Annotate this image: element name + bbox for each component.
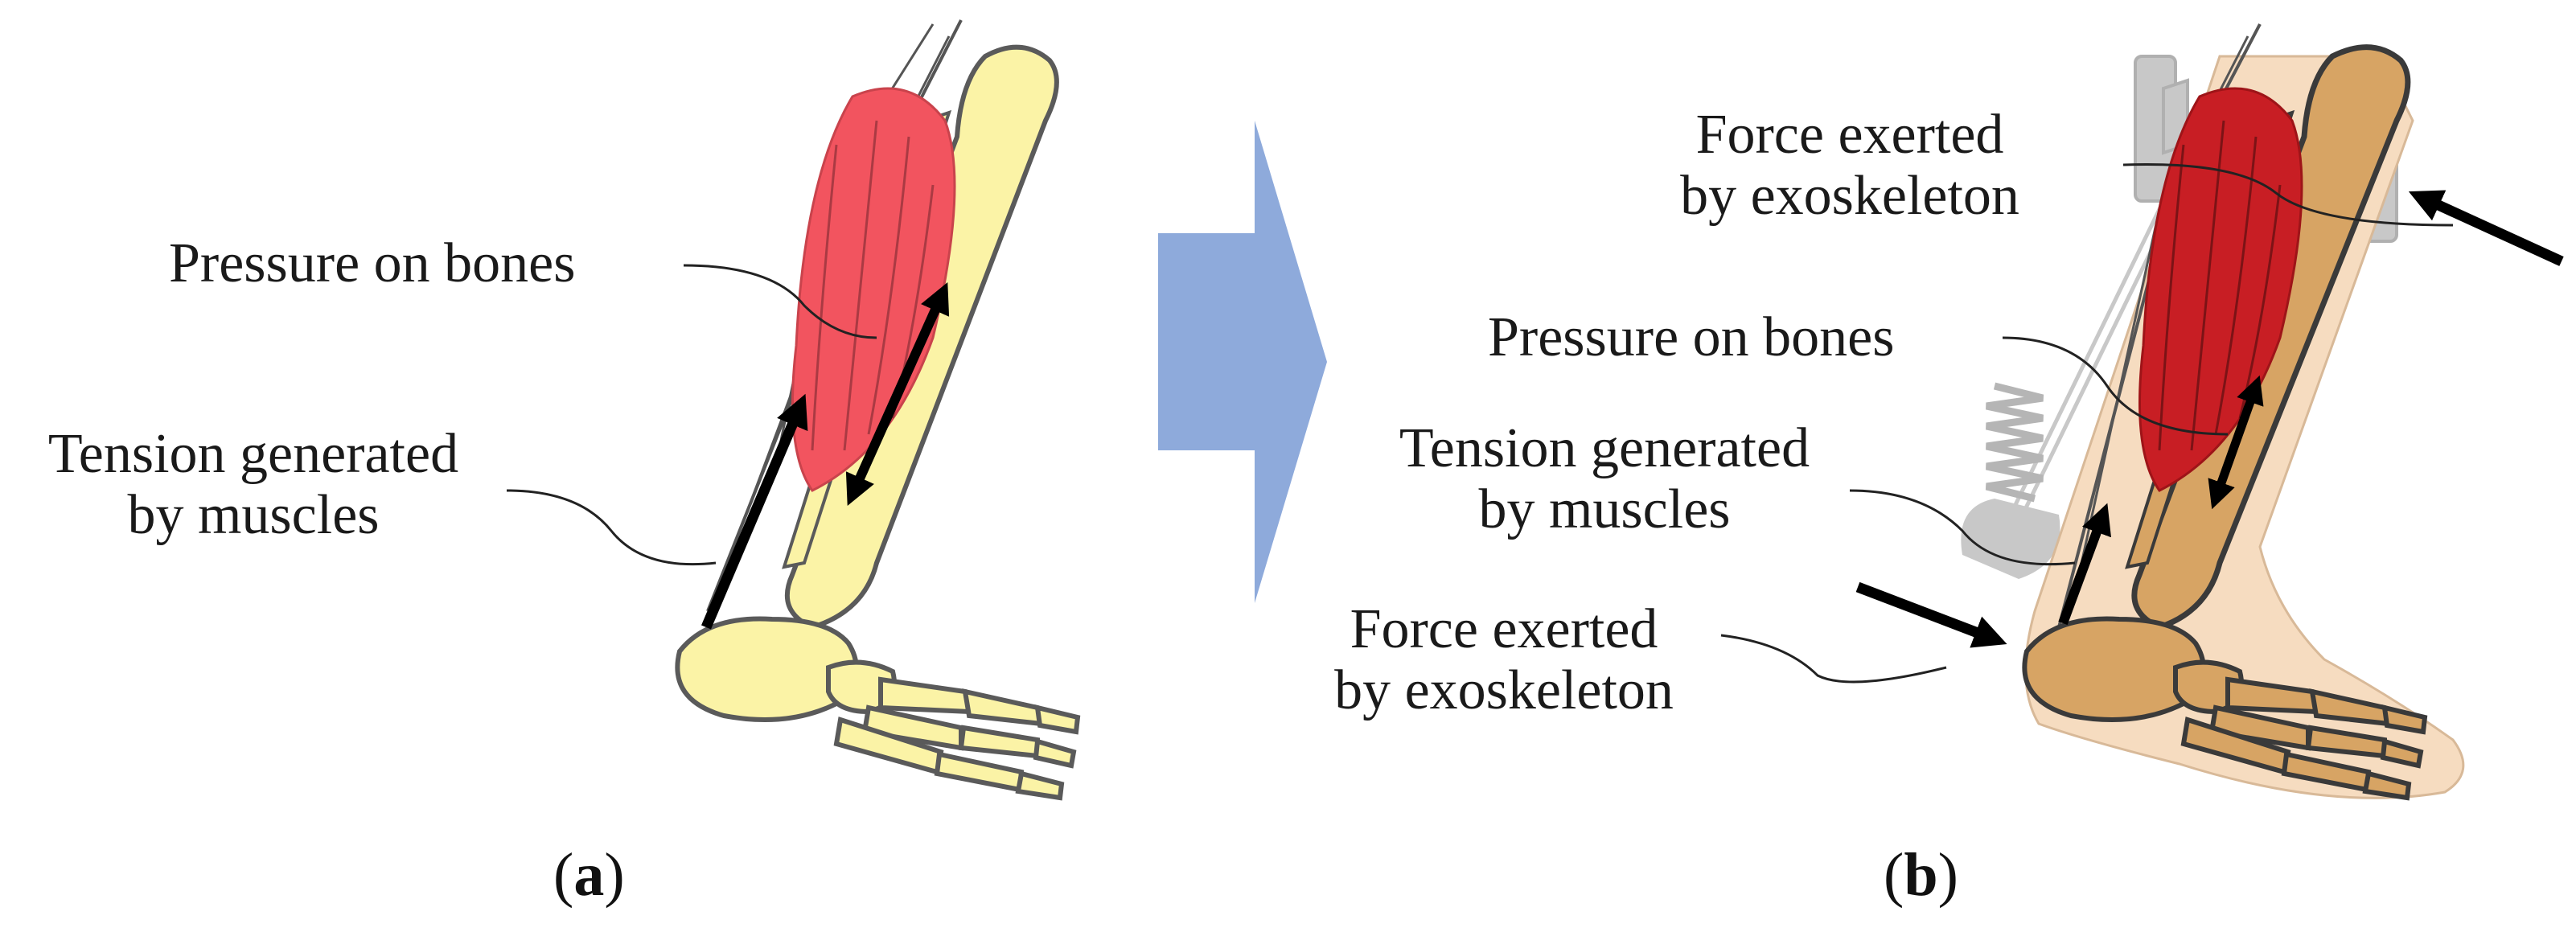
exoskeleton-spring [1985,382,2044,503]
tension-label-a-line2: by muscles [127,484,380,546]
caption-a-close: ) [604,841,625,909]
pressure-arrow-b [2208,375,2264,510]
caption-b-letter: b [1904,841,1938,909]
panel-a-leg [506,19,1081,801]
force-arrow-top [2408,190,2564,266]
force-label-bottom: Force exerted by exoskeleton [1295,599,1713,721]
force-label-bottom-line2: by exoskeleton [1334,659,1674,721]
caption-b-open: ( [1884,841,1904,909]
tension-label-b: Tension generated by muscles [1359,418,1850,540]
pressure-label-b: Pressure on bones [1488,306,1895,368]
pressure-arrow-a [845,281,950,507]
tension-arrow-a [701,393,808,630]
exoskeleton-foot-pad [1961,499,2060,579]
force-arrow-bottom [1855,581,2007,648]
tension-label-a: Tension generated by muscles [8,424,499,546]
leader-force-top [2122,162,2454,227]
panel-b-leg [1720,23,2564,801]
caption-a-letter: a [573,841,605,909]
force-label-top: Force exerted by exoskeleton [1633,105,2067,227]
leader-force-bottom [1720,634,1947,684]
leader-tension-b [1849,489,2076,566]
force-label-top-line1: Force exerted [1695,104,2004,166]
foot-bones-b [2022,616,2428,801]
force-label-top-line2: by exoskeleton [1680,165,2019,227]
caption-b-close: ) [1937,841,1958,909]
transition-arrow [1158,121,1327,603]
foot-bones-a [675,616,1081,801]
tension-label-a-line1: Tension generated [47,423,459,485]
tension-label-b-line1: Tension generated [1399,417,1810,479]
tension-arrow-b [2058,503,2112,626]
caption-a: (a) [553,840,625,910]
leader-pressure-a [683,264,877,339]
caption-a-open: ( [553,841,574,909]
force-label-bottom-line1: Force exerted [1350,598,1658,660]
pressure-label-a: Pressure on bones [169,232,576,294]
caption-b: (b) [1884,840,1958,910]
tension-label-b-line2: by muscles [1478,478,1731,540]
leader-pressure-b [2002,336,2229,436]
leader-tension-a [506,489,717,566]
